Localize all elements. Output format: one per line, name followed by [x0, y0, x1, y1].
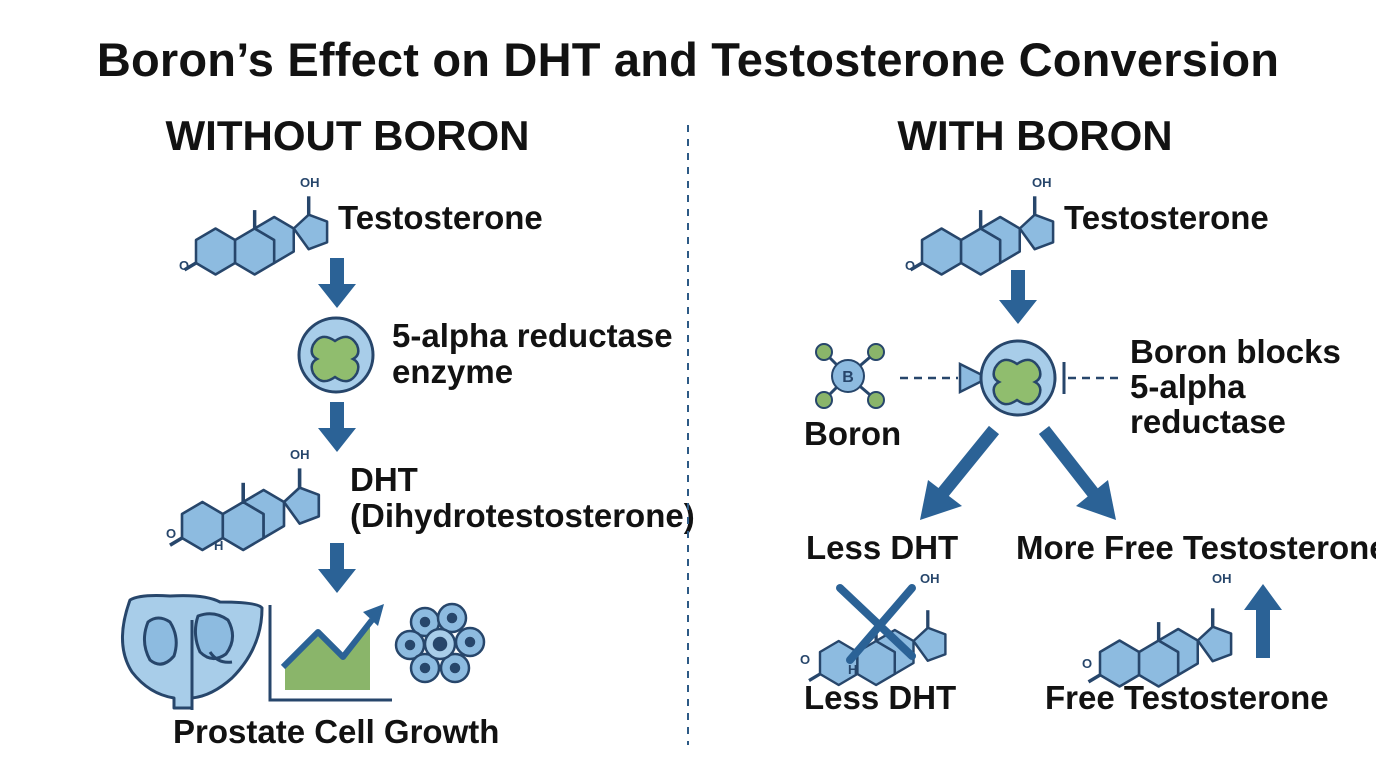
crossed-dht-h: H — [848, 662, 857, 677]
dht-label-line1: DHT — [350, 461, 418, 498]
left-arrow-to-dht — [318, 402, 356, 452]
dht-label-line2: (Dihydrotestosterone) — [350, 497, 695, 534]
less-dht-bottom-label: Less DHT — [804, 679, 957, 716]
free-testosterone-o: O — [1082, 656, 1092, 671]
dht-h: H — [214, 538, 223, 553]
less-dht-branch-label: Less DHT — [806, 529, 959, 566]
crossed-dht-o: O — [800, 652, 810, 667]
growth-chart-icon — [268, 604, 392, 702]
block-label-line1: Boron blocks — [1130, 333, 1341, 370]
boron-symbol: B — [842, 369, 854, 386]
increase-up-arrow — [1244, 584, 1282, 658]
prostate-growth-label: Prostate Cell Growth — [173, 713, 500, 750]
free-testosterone-oh: OH — [1212, 571, 1232, 586]
cell-cluster-icon — [394, 602, 486, 684]
without-boron-heading: WITHOUT BORON — [165, 112, 530, 159]
crossed-dht-oh: OH — [920, 571, 940, 586]
left-testosterone-o: O — [179, 258, 189, 273]
arrow-to-less-dht — [920, 425, 1000, 520]
boron-inhibit-arrowhead — [958, 361, 991, 395]
left-arrow-to-outcome — [318, 543, 356, 593]
left-enzyme-icon — [297, 316, 375, 394]
right-enzyme-icon — [979, 339, 1057, 417]
arrow-to-more-free-testosterone — [1038, 425, 1116, 520]
dht-oh: OH — [290, 447, 310, 462]
right-testosterone-label: Testosterone — [1064, 199, 1269, 236]
block-label-line2: 5-alpha — [1130, 368, 1246, 405]
dht-molecule — [168, 466, 321, 552]
boron-atom-icon: B — [815, 343, 885, 409]
enzyme-label-line1: 5-alpha reductase — [392, 317, 673, 354]
boron-label: Boron — [804, 415, 902, 452]
right-arrow-to-enzyme — [999, 270, 1037, 324]
enzyme-label-line2: enzyme — [392, 353, 514, 390]
more-free-testosterone-label: More Free Testosterone — [1016, 529, 1376, 566]
right-testosterone-molecule — [908, 194, 1055, 277]
right-testosterone-o: O — [905, 258, 915, 273]
left-testosterone-label: Testosterone — [338, 199, 543, 236]
page-title: Boron’s Effect on DHT and Testosterone C… — [96, 33, 1280, 86]
free-testosterone-molecule — [1086, 606, 1233, 689]
right-testosterone-oh: OH — [1032, 175, 1052, 190]
left-testosterone-molecule — [182, 194, 329, 277]
left-testosterone-oh: OH — [300, 175, 320, 190]
free-testosterone-bottom-label: Free Testosterone — [1045, 679, 1329, 716]
dht-o: O — [166, 526, 176, 541]
prostate-icon — [120, 594, 264, 710]
cross-out-icon — [836, 584, 916, 664]
with-boron-heading: WITH BORON — [897, 112, 1173, 159]
left-arrow-to-enzyme — [318, 258, 356, 308]
block-label-line3: reductase — [1130, 403, 1286, 440]
